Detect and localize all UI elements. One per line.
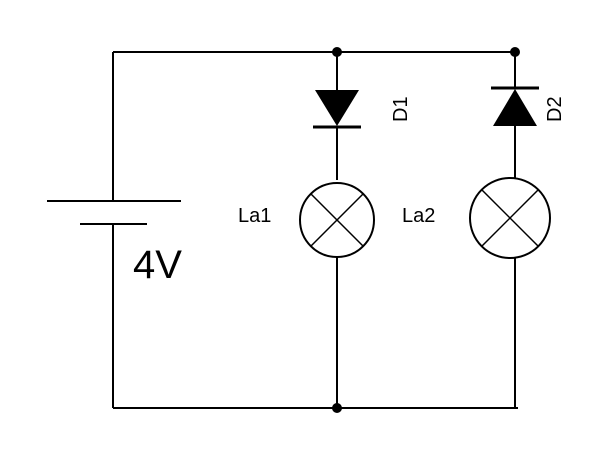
diode-d2-label: D2 — [544, 96, 566, 122]
diode-d2-triangle — [493, 89, 537, 126]
battery — [47, 200, 181, 225]
diode-d1-triangle — [315, 90, 359, 126]
diode-d1-label: D1 — [390, 96, 412, 122]
diode-d1 — [313, 90, 361, 129]
battery-voltage-label: 4V — [133, 243, 182, 287]
lamp-la2-label: La2 — [402, 205, 435, 227]
junction-node-top-right — [510, 47, 520, 57]
junction-node-top-mid — [332, 47, 342, 57]
lamp-la2-cross-b — [481, 189, 539, 247]
lamp-la1-label: La1 — [238, 205, 271, 227]
junction-node-bottom-mid — [332, 403, 342, 413]
lamp-la1-cross-b — [310, 193, 364, 247]
lamp-la1 — [299, 182, 375, 258]
lamp-la2 — [469, 177, 551, 259]
diode-d2 — [491, 86, 539, 126]
